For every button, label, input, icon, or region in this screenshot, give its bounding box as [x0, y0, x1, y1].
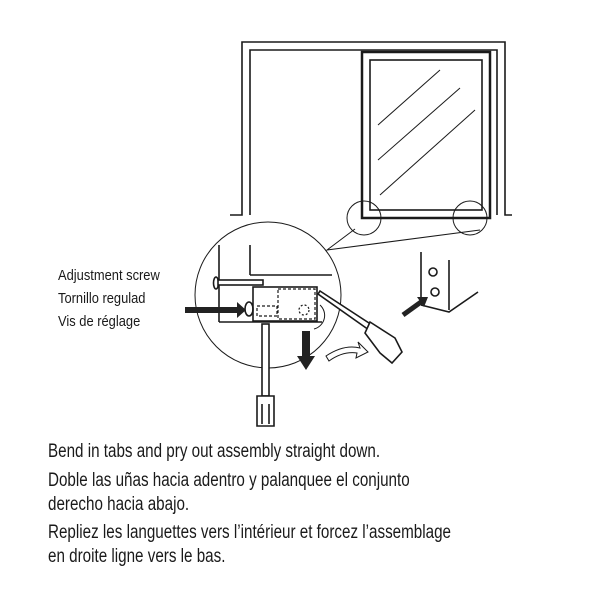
- frame-corner-detail: [420, 252, 479, 313]
- instruction-es-line1: Doble las uñas hacia adentro y palanquee…: [48, 470, 410, 491]
- push-arrow-icon: [185, 302, 246, 318]
- screwdriver-vertical-icon: [256, 323, 275, 427]
- instruction-fr-line2: en droite ligne vers le bas.: [48, 546, 226, 567]
- insert-arrow-icon: [401, 297, 428, 318]
- instruction-en: Bend in tabs and pry out assembly straig…: [48, 441, 381, 462]
- label-adjustment-screw-en: Adjustment screw: [58, 267, 160, 284]
- detail-circle-right: [452, 200, 488, 236]
- label-adjustment-screw-es: Tornillo regulad: [58, 290, 146, 307]
- sliding-door-panel: [360, 50, 492, 220]
- rotate-arrow-icon: [325, 341, 369, 362]
- label-adjustment-screw-fr: Vis de réglage: [58, 313, 141, 330]
- down-arrow-icon: [297, 331, 315, 370]
- detail-circle-left: [346, 200, 382, 236]
- leader-line: [325, 228, 481, 251]
- door-frame: [230, 41, 512, 216]
- adjustment-screw: [212, 276, 264, 290]
- instruction-fr-line1: Repliez les languettes vers l’intérieur …: [48, 522, 451, 543]
- instruction-es-line2: derecho hacia abajo.: [48, 494, 190, 515]
- screwdriver-angled-icon: [316, 289, 403, 365]
